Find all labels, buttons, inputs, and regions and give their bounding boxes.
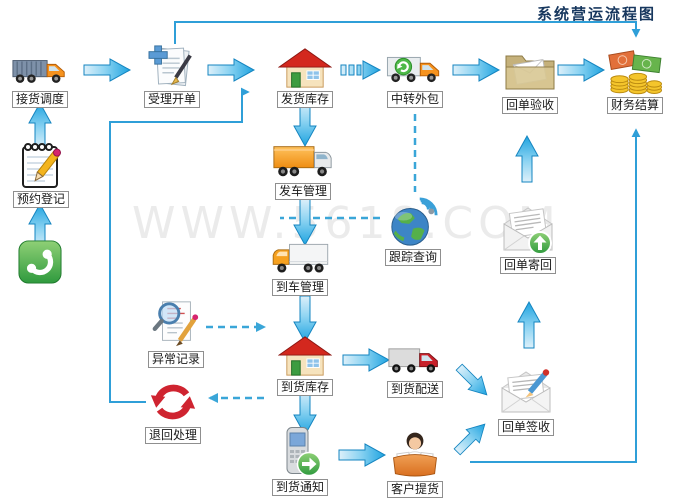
- arrival-stock-label: 到货库存: [276, 379, 333, 396]
- receipt-return-label: 回单寄回: [499, 257, 556, 274]
- green-recycle-truck-icon: [386, 50, 444, 90]
- line-order-entry-to-finance: [174, 21, 641, 44]
- arrow-signoff-to-return: [517, 301, 541, 349]
- customer-pickup-label: 客户提货: [386, 481, 443, 498]
- arrow-customer-to-signoff: [450, 417, 492, 459]
- shipping-stock-label: 发货库存: [276, 91, 333, 108]
- doc-magnifier-icon: [150, 298, 202, 350]
- notepad-pencil-icon: [18, 140, 64, 190]
- mobile-phone-arrow-icon: [275, 426, 325, 478]
- receipt-acceptance-label: 回单验收: [501, 97, 558, 114]
- flow-node-customer-pickup: 客户提货: [383, 430, 447, 498]
- flow-node-receipt-acceptance: 回单验收: [498, 46, 562, 114]
- line-return-processing-to-shipping-stock: [109, 87, 250, 403]
- receive-dispatch-label: 接货调度: [11, 91, 68, 108]
- flow-node-receipt-signoff: 回单签收: [494, 366, 558, 436]
- watermark: WWW.5618.COM: [132, 198, 561, 249]
- customer-desk-icon: [387, 430, 443, 480]
- flow-node-arrival-stock: 到货库存: [273, 334, 337, 396]
- exception-record-label: 异常记录: [147, 351, 204, 368]
- house-icon: [278, 46, 332, 90]
- flow-node-tracking-query: 跟踪查询: [381, 196, 445, 266]
- page-title: 系统营运流程图: [537, 5, 657, 23]
- receipt-signoff-label: 回单签收: [497, 419, 554, 436]
- appointment-register-label: 预约登记: [12, 191, 69, 208]
- flow-node-return-processing: 退回处理: [141, 378, 205, 444]
- finance-settlement-label: 财务结算: [606, 97, 663, 114]
- arrow-transit-to-acceptance: [452, 58, 500, 82]
- arrival-notice-label: 到货通知: [271, 479, 328, 496]
- line-customer-pickup-to-finance: [470, 128, 641, 463]
- flow-node-receive-dispatch: 接货调度: [8, 52, 72, 108]
- flow-node-transit-outsource: 中转外包: [383, 50, 447, 108]
- tracking-query-label: 跟踪查询: [384, 249, 441, 266]
- folder-mail-icon: [503, 46, 557, 96]
- flow-node-shipping-stock: 发货库存: [273, 46, 337, 108]
- flow-node-arrival-truck-mgmt: 到车管理: [268, 238, 332, 296]
- arrow-shipping-to-transit-dashed: [340, 60, 381, 80]
- flow-node-departure-mgmt: 发车管理: [271, 140, 335, 200]
- flow-node-exception-record: 异常记录: [144, 298, 208, 368]
- arrow-order-to-shipping: [207, 58, 255, 82]
- return-processing-label: 退回处理: [144, 427, 201, 444]
- cargo-truck-right-icon: [272, 140, 334, 182]
- flow-node-order-entry: 受理开单: [140, 44, 204, 108]
- transit-outsource-label: 中转外包: [386, 91, 443, 108]
- order-entry-label: 受理开单: [143, 91, 200, 108]
- departure-mgmt-label: 发车管理: [274, 183, 331, 200]
- flow-node-receipt-return: 回单寄回: [496, 204, 560, 274]
- arrow-return-to-acceptance: [515, 135, 539, 183]
- arrow-receive-to-order: [83, 58, 131, 82]
- cargo-truck-left-icon: [269, 238, 331, 278]
- red-refresh-icon: [148, 378, 198, 426]
- green-phone-icon: [18, 240, 62, 284]
- arrow-delivery-to-signoff: [452, 360, 494, 402]
- envelope-up-icon: [501, 204, 555, 256]
- documents-pen-icon: [147, 44, 197, 90]
- flow-node-appointment-register: 预约登记: [9, 140, 73, 208]
- arrival-delivery-label: 到货配送: [386, 381, 443, 398]
- envelope-pencil-icon: [499, 366, 553, 418]
- arrow-acceptance-to-finance: [557, 58, 605, 82]
- red-truck-icon: [387, 342, 443, 380]
- house-icon: [278, 334, 332, 378]
- globe-signal-icon: [384, 196, 442, 248]
- flow-node-arrival-notice: 到货通知: [268, 426, 332, 496]
- flow-node-arrival-delivery: 到货配送: [383, 342, 447, 398]
- flow-node-finance-settlement: 财务结算: [603, 46, 667, 114]
- orange-truck-icon: [11, 52, 69, 90]
- arrival-truck-mgmt-label: 到车管理: [271, 279, 328, 296]
- flow-node-phone-call: [8, 240, 72, 284]
- arrow-notice-to-customer: [338, 443, 386, 467]
- money-coins-icon: [608, 46, 662, 96]
